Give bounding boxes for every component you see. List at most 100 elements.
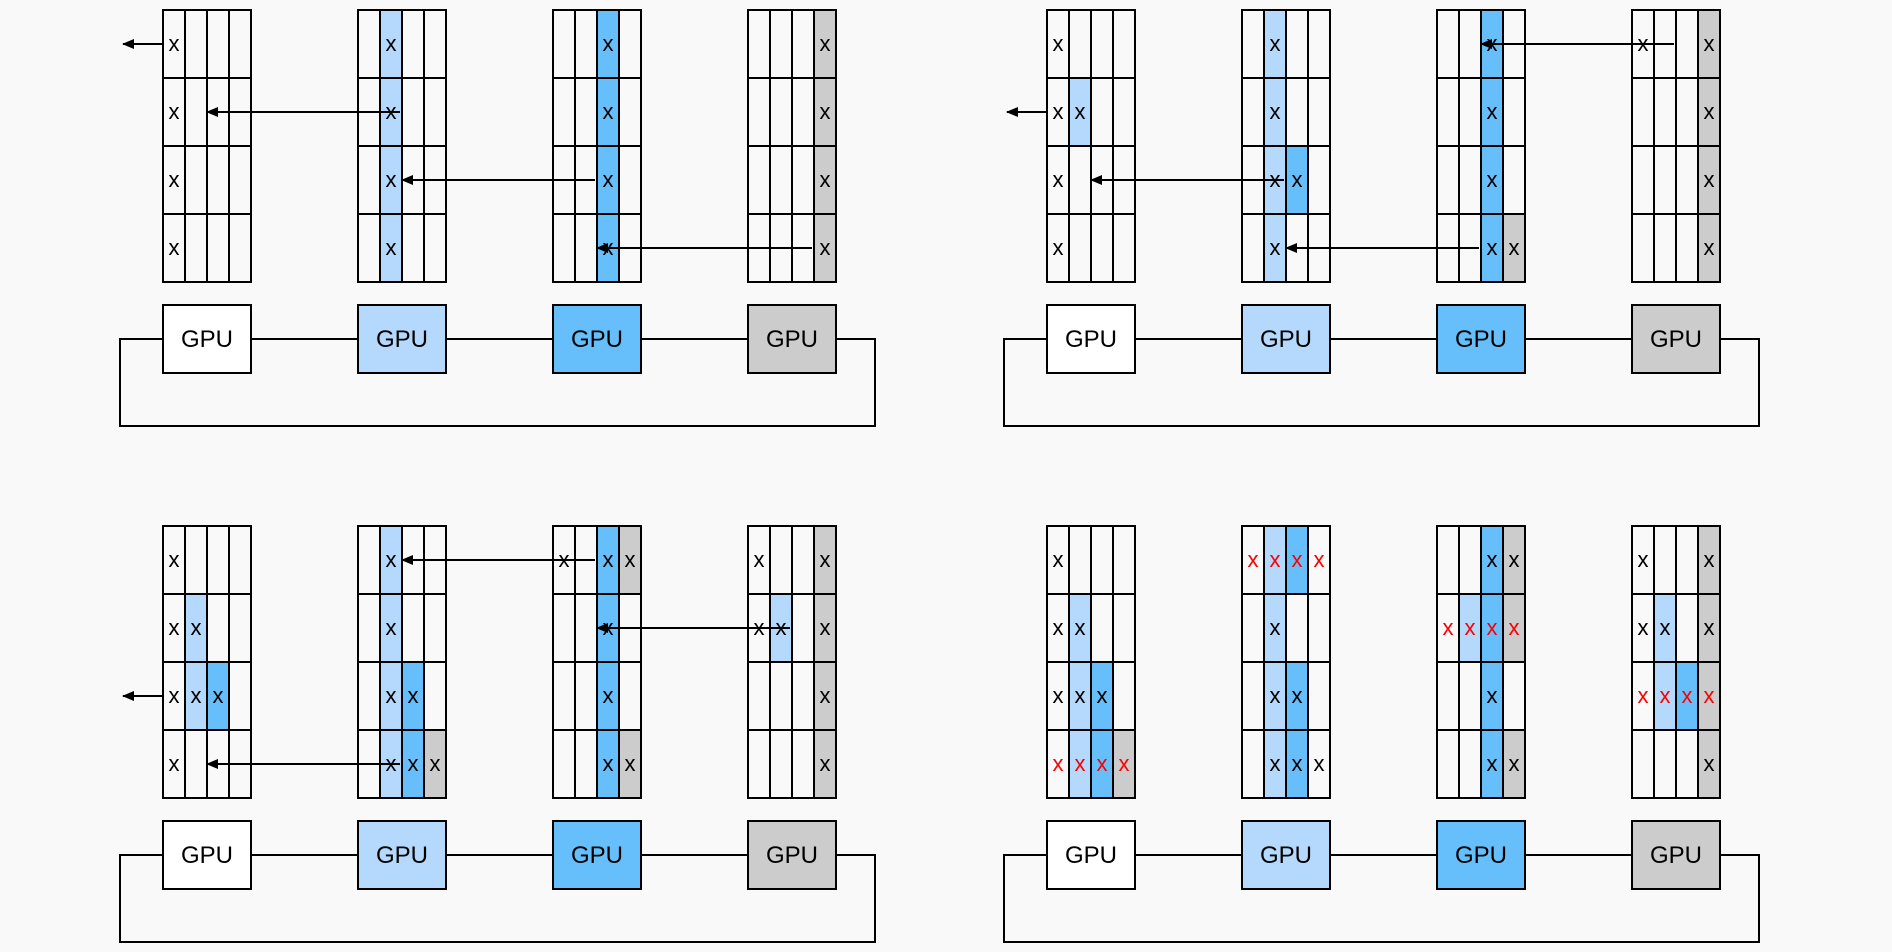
chunk-cell bbox=[1286, 730, 1308, 798]
chunk-cell bbox=[814, 10, 836, 78]
chunk-cell bbox=[380, 214, 402, 282]
reduced-chunk-mark: x bbox=[1465, 615, 1476, 640]
chunk-mark: x bbox=[1292, 167, 1303, 192]
chunk-cell bbox=[380, 594, 402, 662]
ring-connection bbox=[1003, 854, 1760, 943]
panel-step-2: xxxxxGPUxxxxxGPUxxxxxGPUxxxxxGPU bbox=[1003, 9, 1760, 427]
gpu-2: GPU bbox=[1241, 820, 1331, 890]
chunk-mark: x bbox=[1053, 99, 1064, 124]
gpu-box bbox=[747, 820, 837, 890]
chunk-mark: x bbox=[1292, 751, 1303, 776]
ring-connection bbox=[119, 854, 876, 943]
chunk-mark: x bbox=[1053, 615, 1064, 640]
chunk-cell bbox=[1069, 730, 1091, 798]
chunk-cell bbox=[1069, 594, 1091, 662]
chunk-mark: x bbox=[169, 235, 180, 260]
chunk-mark: x bbox=[169, 31, 180, 56]
chunk-cell bbox=[814, 526, 836, 594]
chunk-cell bbox=[619, 526, 641, 594]
chunk-mark: x bbox=[820, 615, 831, 640]
gpu-label: GPU bbox=[1455, 326, 1507, 353]
reduced-chunk-mark: x bbox=[1292, 547, 1303, 572]
chunk-cell bbox=[1698, 214, 1720, 282]
chunk-mark: x bbox=[191, 683, 202, 708]
chunk-mark: x bbox=[1638, 547, 1649, 572]
chunk-cell bbox=[1069, 78, 1091, 146]
gpu-label: GPU bbox=[571, 326, 623, 353]
gpu-4: GPU bbox=[747, 304, 837, 374]
chunk-cell bbox=[1481, 214, 1503, 282]
chunk-cell bbox=[1698, 10, 1720, 78]
chunk-mark: x bbox=[754, 547, 765, 572]
chunk-cell bbox=[1481, 662, 1503, 730]
chunk-mark: x bbox=[820, 31, 831, 56]
chunk-mark: x bbox=[1704, 615, 1715, 640]
reduced-chunk-mark: x bbox=[1075, 751, 1086, 776]
chunk-mark: x bbox=[1509, 235, 1520, 260]
chunk-mark: x bbox=[1270, 99, 1281, 124]
chunk-cell bbox=[402, 662, 424, 730]
chunk-cell bbox=[1503, 214, 1525, 282]
gpu-1: GPU bbox=[162, 820, 252, 890]
chunk-mark: x bbox=[820, 235, 831, 260]
chunk-cell bbox=[380, 662, 402, 730]
gpu-3: GPU bbox=[1436, 820, 1526, 890]
chunk-cell bbox=[1091, 730, 1113, 798]
buffer-border bbox=[1241, 9, 1331, 283]
chunk-mark: x bbox=[625, 751, 636, 776]
chunk-cell bbox=[1481, 594, 1503, 662]
chunk-cell bbox=[619, 730, 641, 798]
buffer-border bbox=[1631, 9, 1721, 283]
chunk-mark: x bbox=[1704, 31, 1715, 56]
buffer-border bbox=[552, 9, 642, 283]
chunk-mark: x bbox=[386, 547, 397, 572]
gpu-2: GPU bbox=[357, 820, 447, 890]
gpu-1: GPU bbox=[162, 304, 252, 374]
gpu-label: GPU bbox=[1065, 326, 1117, 353]
chunk-cell bbox=[597, 10, 619, 78]
buffer-border bbox=[1241, 525, 1331, 799]
chunk-mark: x bbox=[1660, 615, 1671, 640]
reduced-chunk-mark: x bbox=[1097, 751, 1108, 776]
chunk-mark: x bbox=[386, 31, 397, 56]
gpu-label: GPU bbox=[766, 842, 818, 869]
chunk-mark: x bbox=[408, 751, 419, 776]
chunk-cell bbox=[814, 78, 836, 146]
chunk-mark: x bbox=[1487, 167, 1498, 192]
chunk-cell bbox=[207, 662, 229, 730]
chunk-mark: x bbox=[386, 235, 397, 260]
chunk-cell bbox=[1264, 730, 1286, 798]
reduced-chunk-mark: x bbox=[1443, 615, 1454, 640]
chunk-mark: x bbox=[169, 167, 180, 192]
chunk-mark: x bbox=[1509, 751, 1520, 776]
chunk-mark: x bbox=[169, 547, 180, 572]
chunk-cell bbox=[814, 214, 836, 282]
chunk-mark: x bbox=[1704, 547, 1715, 572]
chunk-cell bbox=[1264, 662, 1286, 730]
chunk-cell bbox=[814, 146, 836, 214]
chunk-cell bbox=[380, 526, 402, 594]
gpu-1: GPU bbox=[1046, 304, 1136, 374]
chunk-mark: x bbox=[1314, 751, 1325, 776]
gpu-box bbox=[1436, 820, 1526, 890]
chunk-mark: x bbox=[603, 683, 614, 708]
chunk-cell bbox=[185, 594, 207, 662]
chunk-cell bbox=[1069, 662, 1091, 730]
chunk-mark: x bbox=[1487, 683, 1498, 708]
chunk-cell bbox=[1113, 730, 1135, 798]
chunk-mark: x bbox=[1292, 683, 1303, 708]
chunk-mark: x bbox=[603, 547, 614, 572]
reduced-chunk-mark: x bbox=[1487, 615, 1498, 640]
chunk-mark: x bbox=[408, 683, 419, 708]
buffer-border bbox=[1631, 525, 1721, 799]
gpu-box bbox=[1241, 820, 1331, 890]
gpu-4: GPU bbox=[1631, 820, 1721, 890]
panel-step-3: xxxxxxxGPUxxxxxxxGPUxxxxxxxGPUxxxxxxxGPU bbox=[119, 525, 876, 943]
chunk-mark: x bbox=[820, 99, 831, 124]
chunk-mark: x bbox=[603, 167, 614, 192]
